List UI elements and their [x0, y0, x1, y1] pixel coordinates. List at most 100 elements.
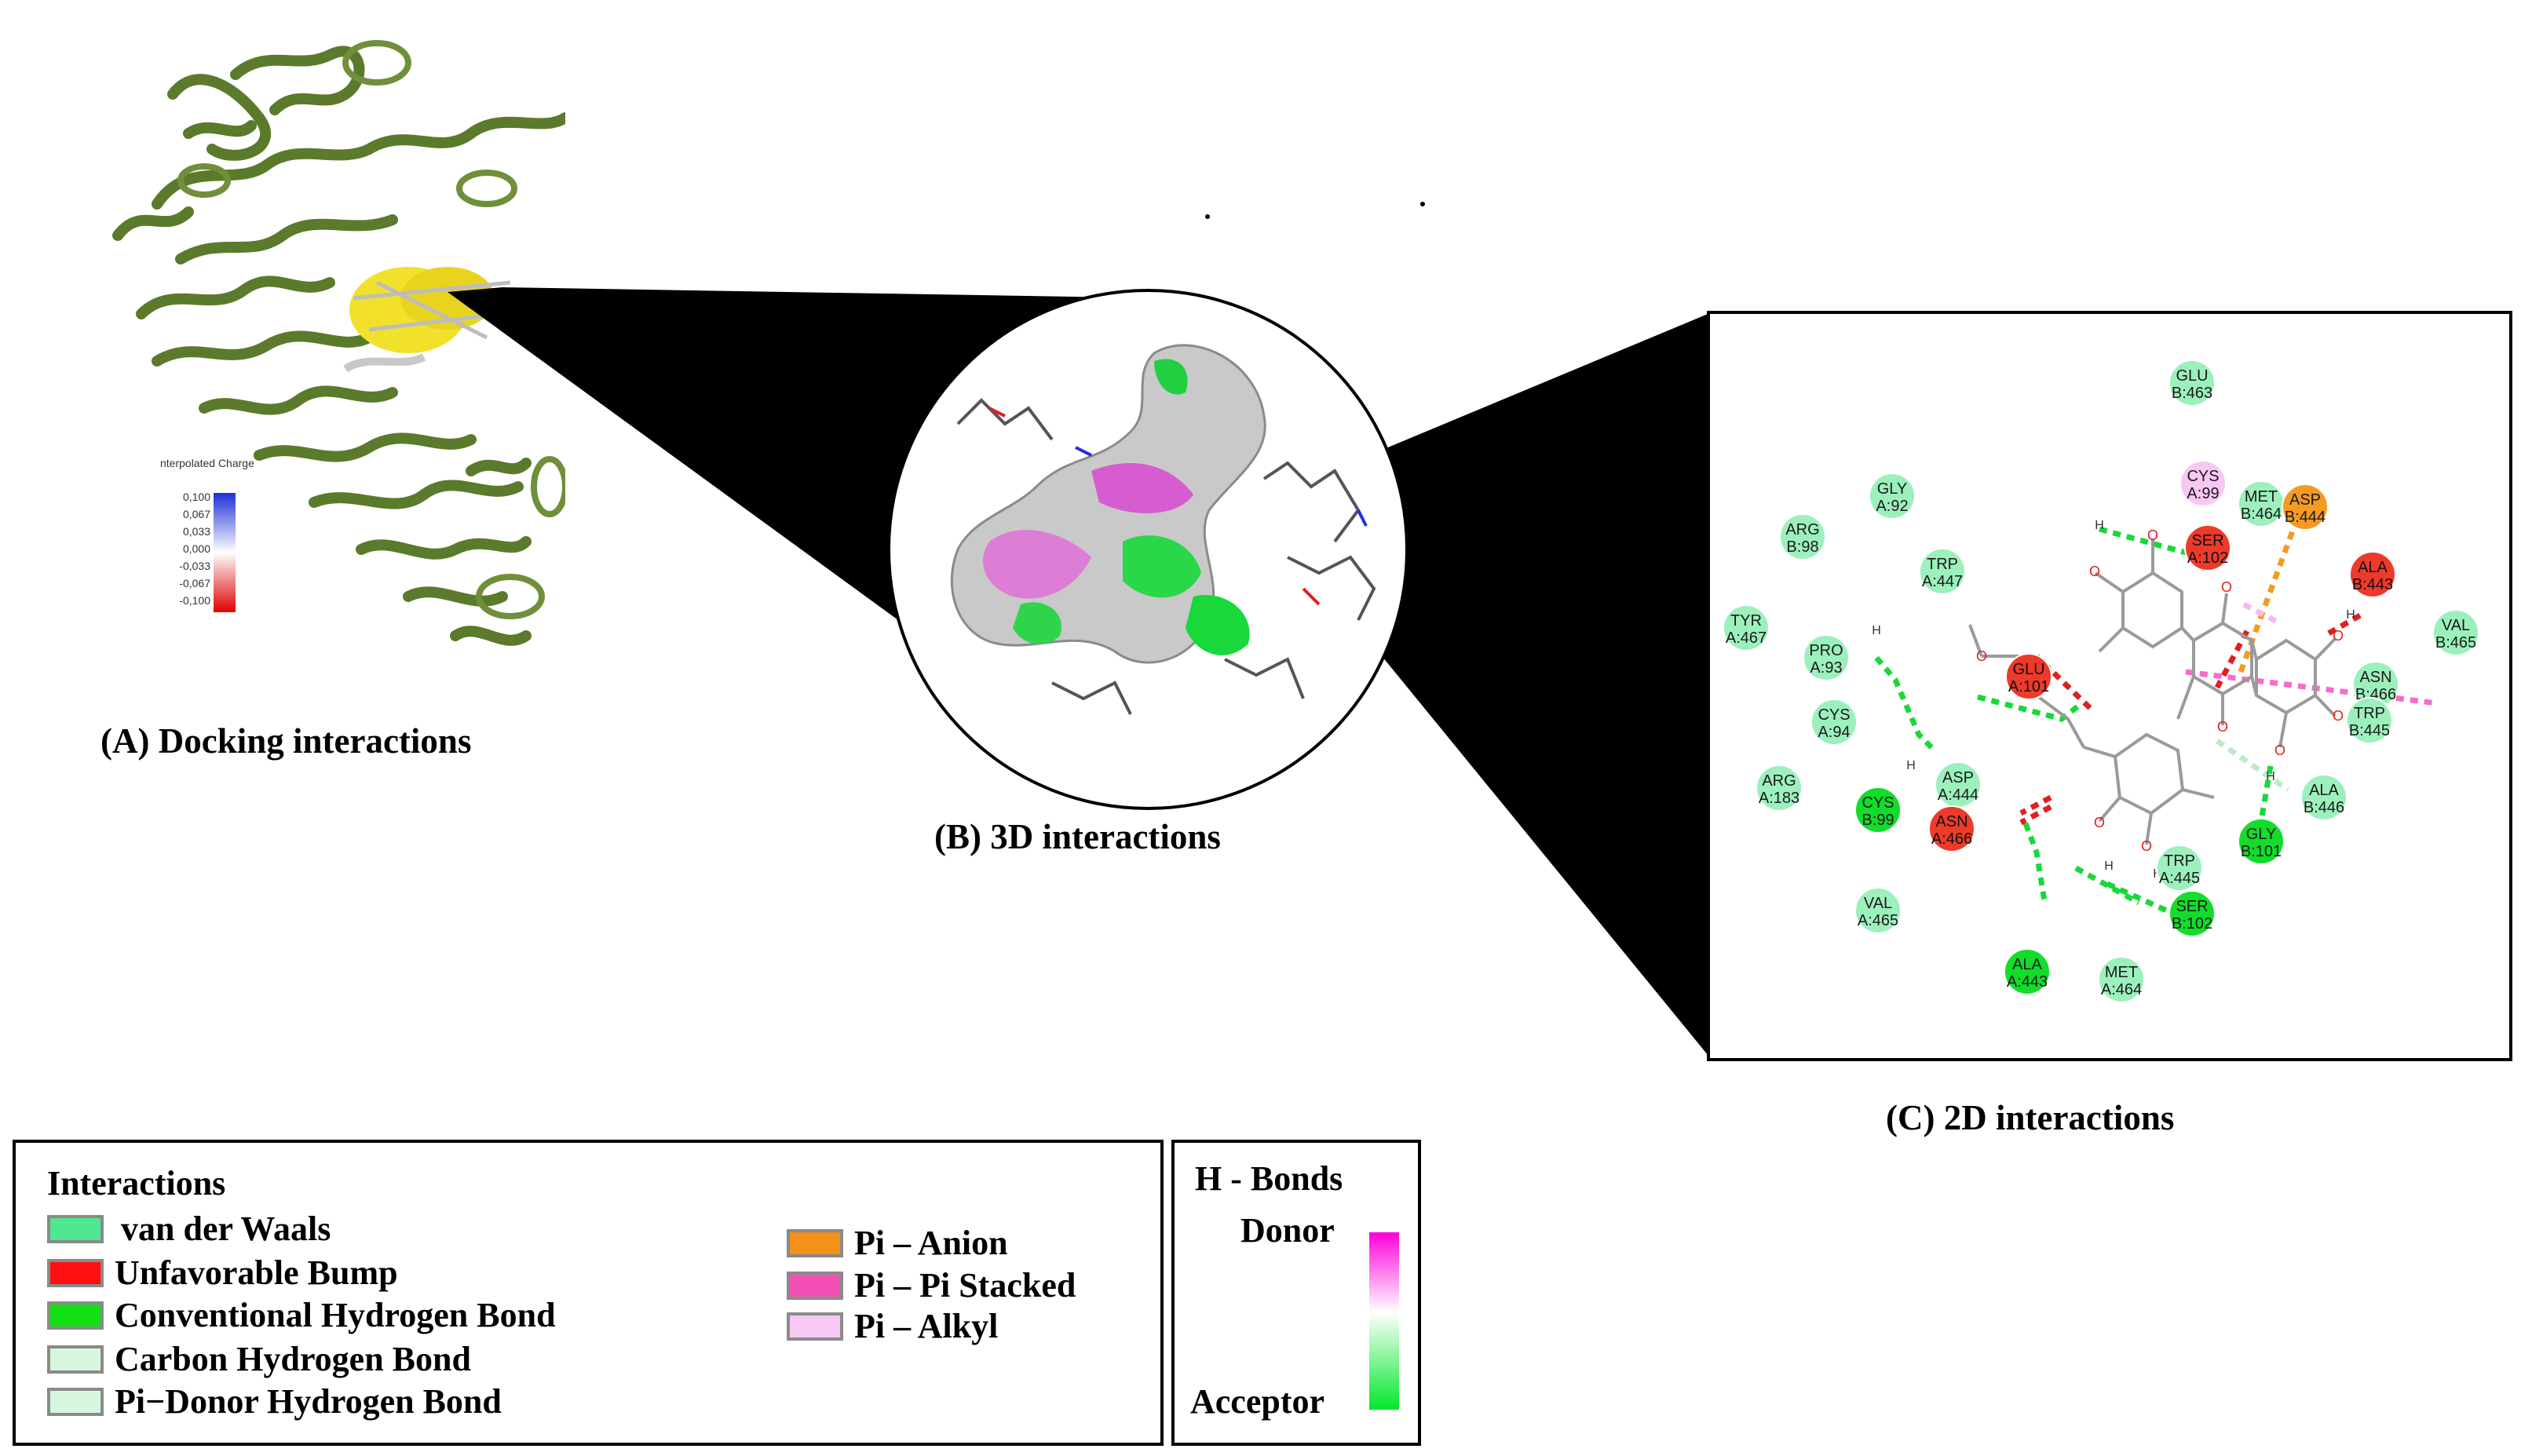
residue-name: TRP — [2164, 852, 2195, 870]
residue-name: CYS — [1818, 706, 1850, 724]
residue-disc — [1869, 473, 1916, 520]
residue-number: A:445 — [2159, 870, 2200, 887]
residue-disc — [2156, 845, 2203, 892]
residue-disc — [2300, 774, 2347, 821]
residue-number: B:463 — [2172, 385, 2212, 402]
residue-number: B:99 — [1862, 812, 1894, 829]
residue-disc — [2005, 653, 2052, 700]
legend-item-pi-donor-hbond: Pi−Donor Hydrogen Bond — [47, 1381, 502, 1421]
residue-number: B:444 — [2285, 509, 2326, 526]
residue-disc — [2004, 948, 2051, 995]
legend-item-unfavorable-bump: Unfavorable Bump — [47, 1253, 398, 1293]
legend-item-pi-anion: Pi – Anion — [787, 1223, 1008, 1263]
residue-disc — [1928, 805, 1975, 852]
legend-item-conventional-hbond: Conventional Hydrogen Bond — [47, 1295, 556, 1335]
residue-disc — [2184, 524, 2231, 571]
hbonds-donor-label: Donor — [1240, 1211, 1335, 1250]
hydrogen-atom: H — [2266, 770, 2275, 783]
oxygen-atom: O — [2141, 838, 2152, 854]
legend-label: Pi−Donor Hydrogen Bond — [115, 1382, 502, 1421]
legend-item-pi-pi-stacked: Pi – Pi Stacked — [787, 1265, 1076, 1305]
oxygen-atom: O — [2089, 564, 2100, 579]
legend-swatch — [47, 1387, 104, 1416]
oxygen-atom: O — [2147, 527, 2158, 543]
residue-name: VAL — [2442, 617, 2470, 634]
tick: 0,033 — [182, 525, 210, 538]
interactions-legend: Interactions van der Waals Unfavorable B… — [13, 1140, 1164, 1446]
residue-name: VAL — [1864, 895, 1892, 912]
legend-item-van-der-waals: van der Waals — [47, 1209, 331, 1249]
legend-swatch — [787, 1228, 843, 1257]
legend-item-carbon-hbond: Carbon Hydrogen Bond — [47, 1339, 471, 1379]
hbonds-legend: H - Bonds Donor Acceptor — [1171, 1140, 1421, 1446]
residue-disc — [2346, 697, 2393, 744]
residue-name: ALA — [2309, 782, 2339, 799]
residue-disc — [1756, 764, 1803, 812]
residue-disc — [1810, 699, 1858, 746]
caption-3d: (B) 3D interactions — [934, 817, 1221, 856]
residue-disc — [1803, 634, 1850, 681]
residue-disc — [2168, 359, 2216, 407]
legend-swatch — [47, 1258, 104, 1287]
residue-name: ARG — [1762, 772, 1796, 790]
residue-disc — [2179, 460, 2227, 507]
residue-disc — [2168, 890, 2216, 937]
residue-name: TRP — [1927, 556, 1958, 573]
residue-number: B:101 — [2241, 843, 2282, 860]
residue-name: SER — [2191, 532, 2223, 549]
tick: 0,100 — [182, 491, 210, 503]
residue-disc — [2282, 484, 2329, 531]
residue-disc — [2349, 551, 2396, 598]
hydrogen-atom: H — [2095, 519, 2104, 532]
legend-swatch — [787, 1271, 843, 1300]
caption-2d: (C) 2D interactions — [1886, 1098, 2175, 1137]
residue-name: PRO — [1809, 642, 1843, 659]
residue-name: MET — [2105, 964, 2138, 981]
legend-item-pi-alkyl: Pi – Alkyl — [787, 1306, 998, 1346]
residue-name: SER — [2176, 898, 2208, 915]
residue-number: A:443 — [2007, 973, 2048, 991]
legend-label: van der Waals — [121, 1210, 331, 1248]
residue-name: GLY — [1877, 480, 1908, 498]
oxygen-atom: O — [2217, 719, 2228, 735]
residue-disc — [2238, 818, 2285, 865]
legend-swatch — [47, 1301, 104, 1330]
residue-number: A:447 — [1922, 573, 1963, 590]
residue-number: A:466 — [1931, 830, 1972, 848]
residue-number: A:101 — [2008, 678, 2049, 695]
charge-colorbar-ticks: 0,100 0,067 0,033 0,000 -0,033 -0,067 -0… — [165, 488, 210, 609]
residue-name: ALA — [2012, 956, 2042, 973]
residue-number: A:92 — [1876, 498, 1908, 515]
charge-colorbar-title: nterpolated Charge — [160, 457, 254, 469]
tick: 0,000 — [182, 542, 210, 555]
residue-number: B:443 — [2352, 576, 2393, 593]
residue-number: B:102 — [2172, 915, 2212, 932]
hydrogen-atom: H — [1872, 624, 1881, 637]
